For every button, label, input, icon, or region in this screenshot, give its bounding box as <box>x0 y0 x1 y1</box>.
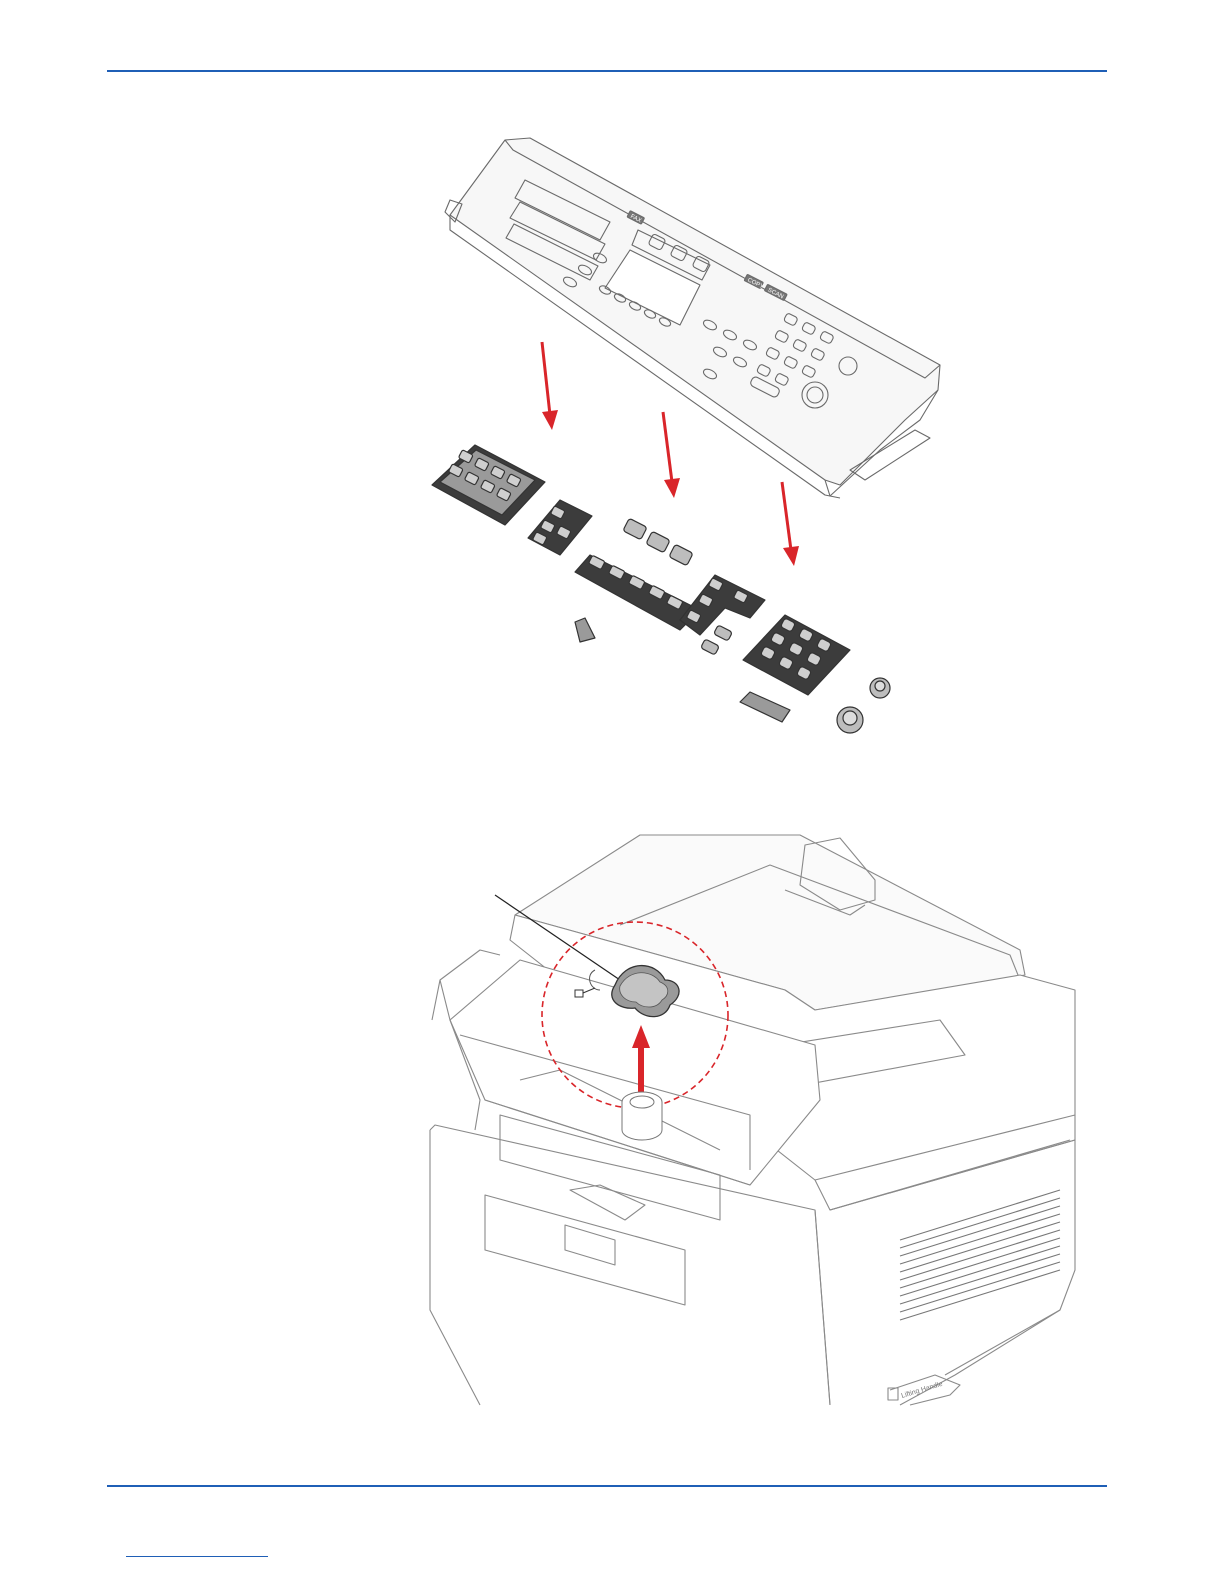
control-panel-cover <box>450 138 940 485</box>
control-panel-illustration: FAX COPY SCAN <box>410 130 950 770</box>
lifting-handle-label: Lifting Handle <box>901 1381 944 1400</box>
lifting-handle-figure: Lifting Handle <box>420 830 1090 1410</box>
lifting-handle-icon <box>888 1388 898 1400</box>
footer-link-underline[interactable] <box>126 1556 268 1557</box>
key-sheet-9 <box>740 692 790 722</box>
printer-illustration: Lifting Handle <box>420 830 1090 1410</box>
key-sheets <box>432 445 890 733</box>
footer-rule <box>107 1485 1107 1487</box>
header-rule <box>107 70 1107 72</box>
key-sheet-3 <box>623 518 693 566</box>
key-sheet-5 <box>575 618 595 642</box>
control-panel-exploded-figure: FAX COPY SCAN <box>410 130 950 770</box>
lever-mount <box>622 1092 662 1140</box>
